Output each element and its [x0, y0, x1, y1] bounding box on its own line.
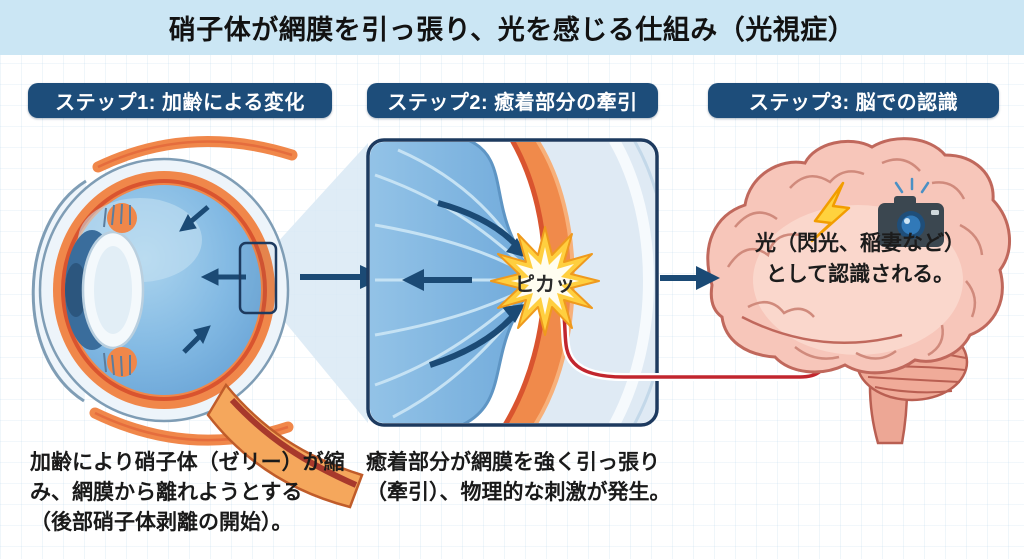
zonule-fibers [103, 203, 131, 377]
caption-line: （牽引）、物理的な刺激が発生。 [366, 481, 671, 504]
caption-line: 癒着部分が網膜を強く引っ張り [366, 451, 660, 474]
brain-illustration [706, 137, 1011, 445]
retina-band [505, 142, 573, 423]
traction-arrows [402, 200, 528, 368]
step2-caption: 癒着部分が網膜を強く引っ張り （牽引）、物理的な刺激が発生。 [366, 448, 696, 508]
magnifier-cone [275, 143, 368, 423]
brain-gyri [726, 158, 984, 360]
step1-badge: ステップ1: 加齢による変化 [28, 83, 332, 118]
pupil [65, 263, 87, 317]
step1-caption: 加齢により硝子体（ゼリー）が縮 み、網膜から離れようとする （後部硝子体剥離の開… [30, 448, 370, 538]
flash-starburst-icon [490, 226, 600, 336]
shrink-arrows [179, 205, 246, 354]
step-arrow-2 [660, 266, 720, 290]
brain-caption-line: 光（閃光、稲妻など） [755, 232, 965, 255]
lightning-bolt-icon [810, 181, 851, 243]
brain-caption-line: として認識される。 [765, 263, 955, 286]
eye-diagram [31, 136, 364, 509]
caption-line: （後部硝子体剥離の開始）。 [30, 511, 293, 534]
camera-icon [878, 177, 944, 247]
diagram-artwork [31, 136, 1011, 509]
optic-nerve [206, 382, 364, 509]
flash-label: ピカッ [515, 274, 575, 296]
step2-badge: ステップ2: 癒着部分の牽引 [367, 83, 658, 118]
step3-badge: ステップ3: 脳での認識 [708, 83, 999, 118]
camera-sparkle-icon [894, 177, 930, 194]
brain-caption: 光（閃光、稲妻など） として認識される。 [710, 228, 1010, 290]
caption-line: み、網膜から離れようとする [30, 481, 303, 504]
page-title: 硝子体が網膜を引っ張り、光を感じる仕組み（光視症） [0, 0, 1024, 55]
caption-line: 加齢により硝子体（ゼリー）が縮 [30, 451, 345, 474]
eye-highlight-box [238, 241, 278, 315]
